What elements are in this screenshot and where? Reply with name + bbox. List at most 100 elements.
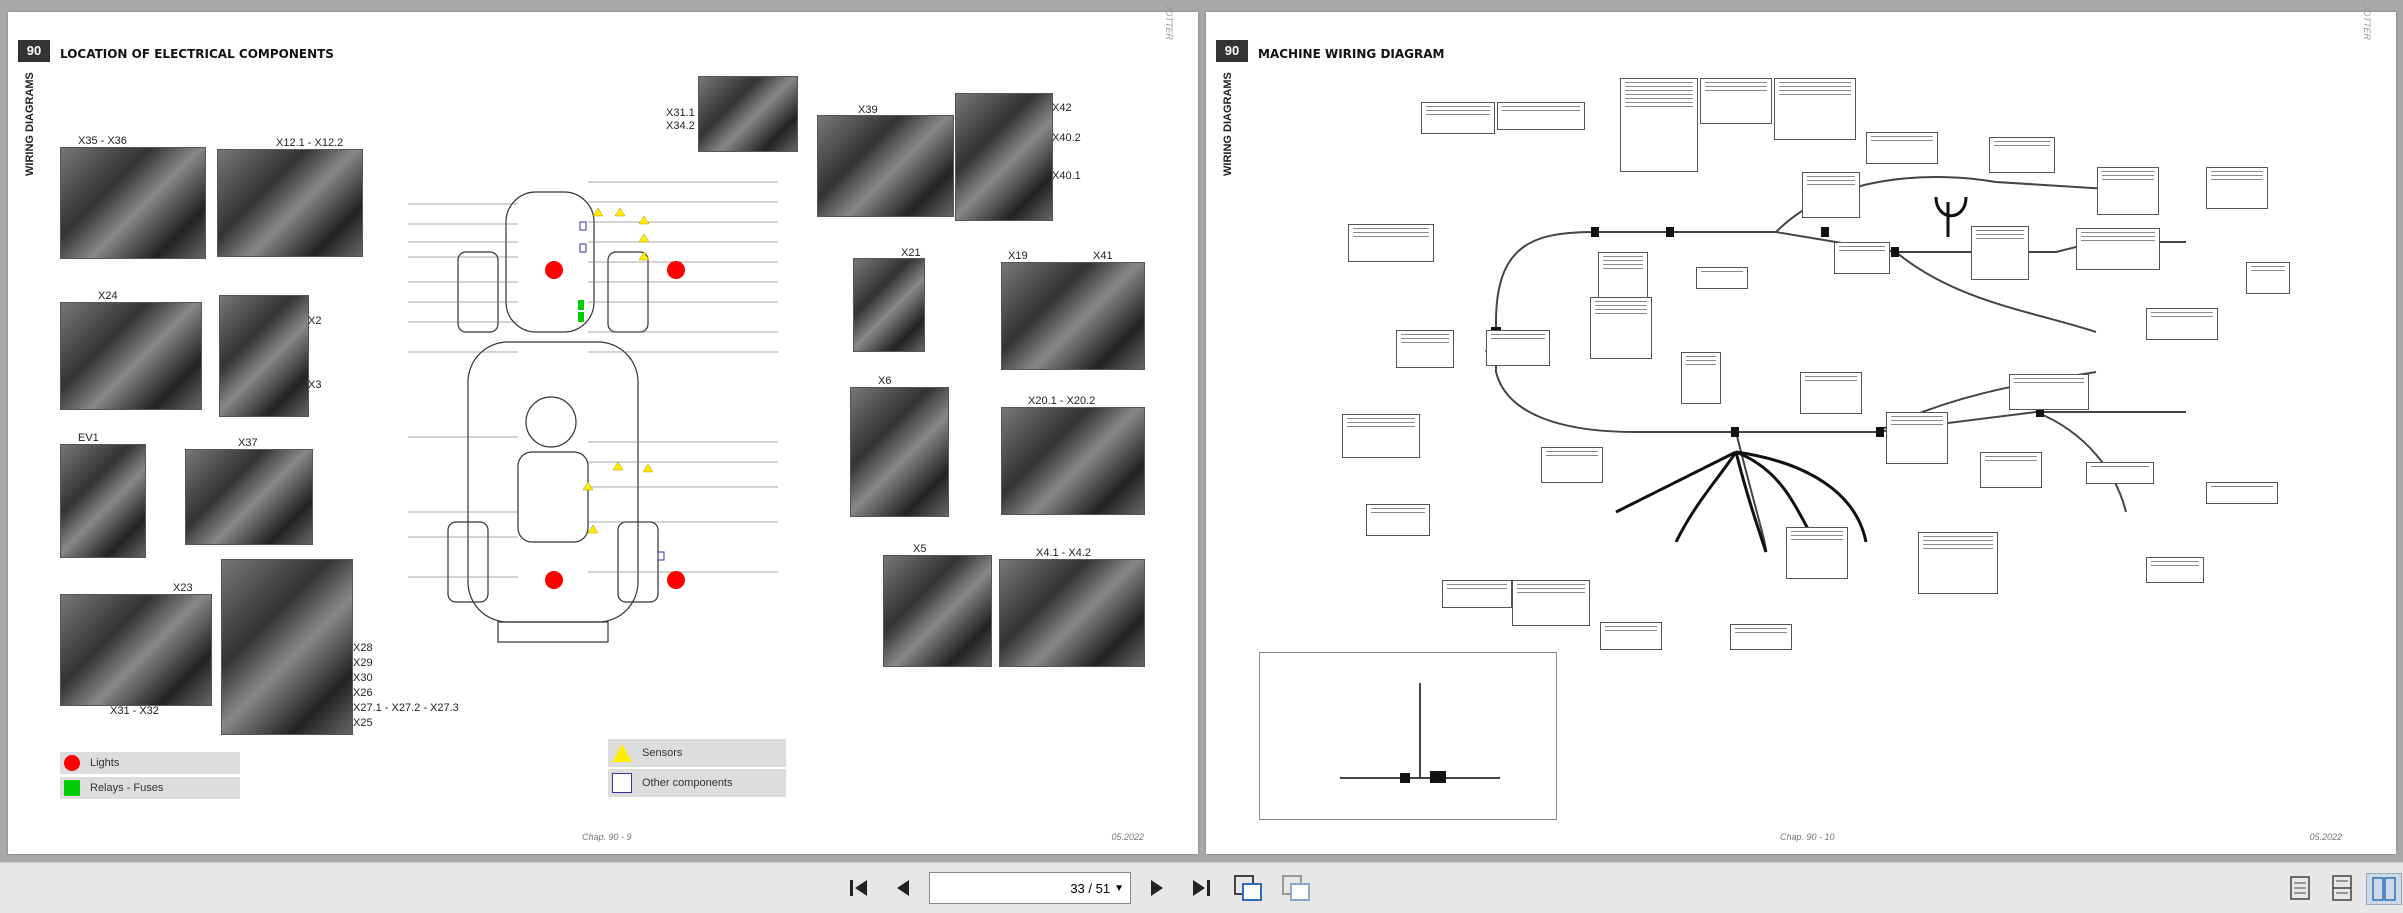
chapter-number: 90 [18,40,50,62]
legend-other: Other components [608,769,786,797]
label-x26: X26 [353,687,373,699]
connector-table [1786,527,1848,579]
label-x12: X12.1 - X12.2 [276,137,344,149]
connector-table [1774,78,1856,140]
photo-x6 [850,387,949,517]
machine-top-view-diagram [408,181,778,643]
side-label: WIRING DIAGRAMS [1222,72,1234,176]
page-number-input[interactable]: 33 / 51 ▼ [929,872,1131,904]
photo-x31-1 [698,76,798,152]
legend-relays-label: Relays - Fuses [90,782,164,794]
photo-x40 [955,93,1053,221]
label-x40-2: X40.2 [1052,132,1081,144]
connector-table [1486,330,1550,366]
connector-table [1696,267,1748,289]
right-page: 90 MACHINE WIRING DIAGRAM WIRING DIAGRAM… [1206,5,2396,854]
page-indicator: 33 / 51 [1070,880,1111,896]
connector-table [1497,102,1585,130]
label-x34-2: X34.2 [666,120,695,132]
connector-table [1802,172,1860,218]
label-ev1: EV1 [78,432,99,444]
connector-table [2086,462,2154,484]
blue-square-icon [612,773,632,793]
first-page-icon [850,880,867,896]
label-x6: X6 [878,375,892,387]
label-x27: X27.1 - X27.2 - X27.3 [353,702,459,714]
connector-table [1342,414,1420,458]
next-page-icon [1151,880,1163,896]
label-x28: X28 [353,642,373,654]
label-x42: X42 [1052,102,1072,114]
label-x25: X25 [353,717,373,729]
last-page-button[interactable] [1186,873,1216,903]
brand-label: JOTTER [1164,5,1174,40]
first-page-button[interactable] [844,873,874,903]
photo-x12 [217,149,363,257]
chevron-down-icon[interactable]: ▼ [1114,882,1124,894]
legend-sensors: Sensors [608,739,786,767]
connector-table [1980,452,2042,488]
connector-table [1512,580,1590,626]
last-page-icon [1193,880,1210,896]
connector-table [2246,262,2290,294]
photo-x5 [883,555,992,667]
footer-date: 05.2022 [1111,832,1144,842]
fit-width-button[interactable] [1278,873,1314,903]
label-x31-x32: X31 - X32 [110,705,159,717]
connector-table [1681,352,1721,404]
connector-table [2009,374,2089,410]
photo-x24 [60,302,202,410]
connector-table [1366,504,1430,536]
legend-lights: Lights [60,752,240,774]
fit-page-icon [1234,875,1262,901]
side-label: WIRING DIAGRAMS [24,72,36,176]
connector-table [1918,532,1998,594]
label-x20: X20.1 - X20.2 [1028,395,1096,407]
connector-table [1730,624,1792,650]
connector-table [1866,132,1938,164]
wiring-diagram [1485,176,2186,553]
next-page-button[interactable] [1142,873,1172,903]
photo-x19-x41 [1001,262,1145,370]
connector-table [2206,482,2278,504]
legend-lights-label: Lights [90,757,120,769]
zoom-fit-button[interactable] [1230,873,1266,903]
connector-table [1421,102,1495,134]
photo-ev1 [60,444,146,558]
footer-date: 05.2022 [2309,832,2342,842]
label-x23: X23 [173,582,193,594]
previous-page-button[interactable] [888,873,918,903]
connector-table [1590,297,1652,359]
page-title: MACHINE WIRING DIAGRAM [1258,47,1445,61]
footer-page: Chap. 90 - 9 [582,832,632,842]
left-page: 90 LOCATION OF ELECTRICAL COMPONENTS WIR… [8,5,1198,854]
label-x37: X37 [238,437,258,449]
label-x3: X3 [308,379,322,391]
single-page-view-button[interactable] [2284,873,2316,903]
two-page-view-button[interactable] [2366,873,2402,905]
brand-label: JOTTER [2362,5,2372,40]
single-page-icon [2290,876,2310,900]
legend-relays: Relays - Fuses [60,777,240,799]
label-x40-1: X40.1 [1052,170,1081,182]
legend-other-label: Other components [642,777,733,789]
connector-table [2146,557,2204,583]
connector-table [1620,78,1698,172]
photo-x23 [60,594,212,706]
red-dot-icon [64,755,80,771]
inset-diagram [1259,652,1557,820]
two-page-icon [2372,877,2396,901]
yellow-triangle-icon [612,744,632,762]
photo-relays [221,559,353,735]
label-x41: X41 [1093,250,1113,262]
page-title: LOCATION OF ELECTRICAL COMPONENTS [60,47,334,61]
connector-table [1700,78,1772,124]
photo-x4 [999,559,1145,667]
photo-x20 [1001,407,1145,515]
previous-page-icon [897,880,909,896]
label-x39: X39 [858,104,878,116]
continuous-view-button[interactable] [2326,873,2358,903]
connector-table [1800,372,1862,414]
connector-table [1396,330,1454,368]
green-square-icon [64,780,80,796]
